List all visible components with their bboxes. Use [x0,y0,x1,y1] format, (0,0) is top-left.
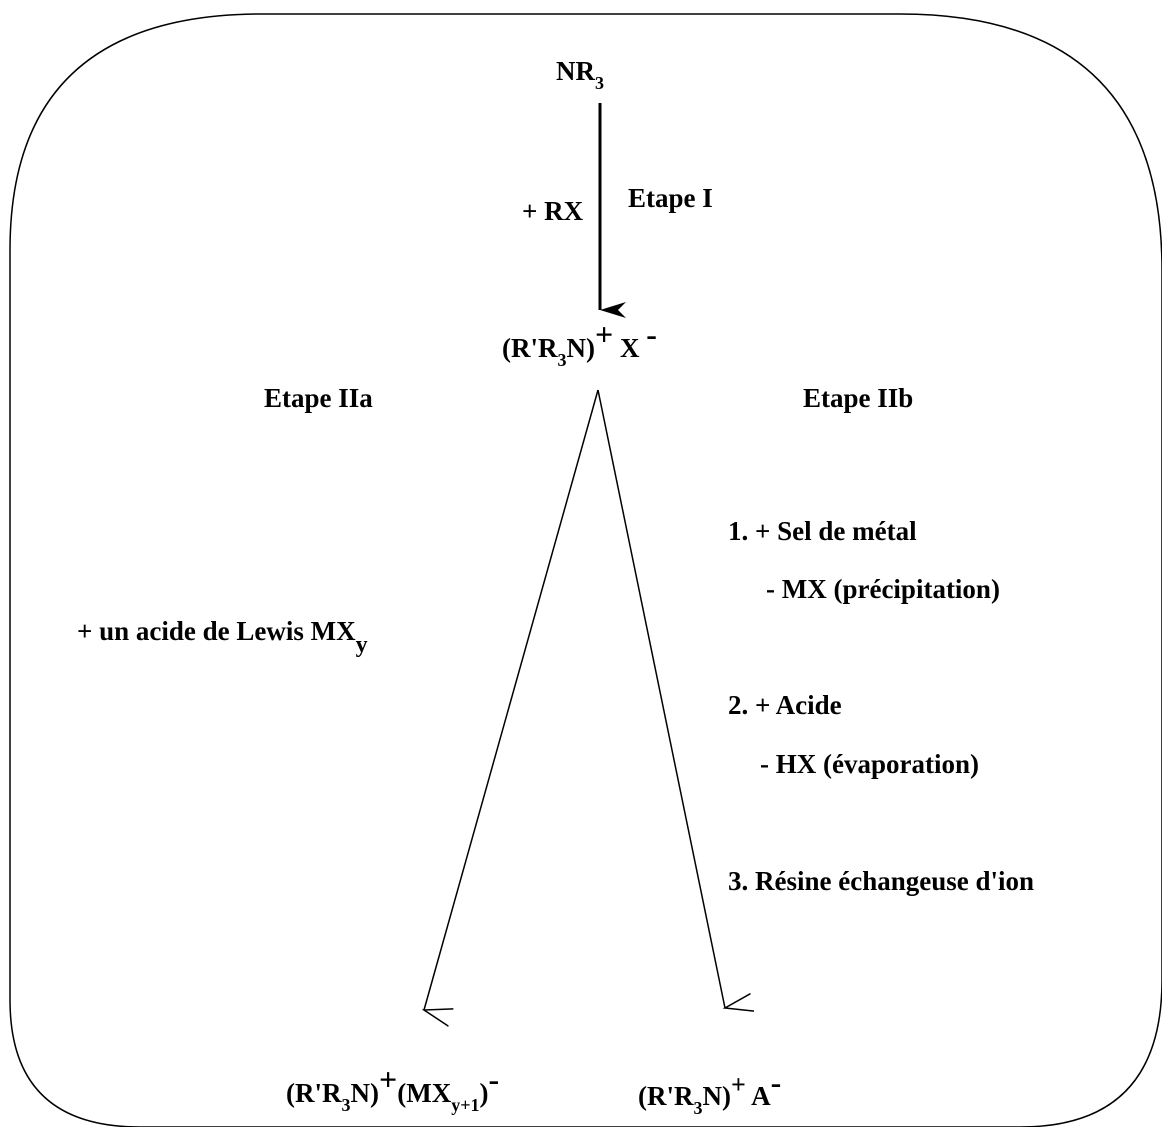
step2a-arrow [424,389,599,1010]
step2b-item-3: 2. + Acide [728,690,842,720]
product-a-charge2: - [488,1061,500,1097]
intermediate-anion-charge: - [646,316,657,352]
step2b-item-4: - HX (évaporation) [760,749,979,779]
step2a-label: Etape IIa [264,383,373,413]
intermediate-part1: (R'R [502,333,558,363]
intermediate-compound: (R'R3N)+ X - [502,318,657,369]
product-a-charge1: + [379,1061,398,1097]
product-a: (R'R3N)+(MXy+1)- [286,1063,499,1114]
product-a-part2: N) [350,1078,380,1108]
step2b-label: Etape IIb [803,383,914,413]
product-b-subscript1: 3 [693,1098,703,1118]
top-compound-subscript: 3 [595,73,604,93]
product-b-charge1: + [731,1070,746,1099]
product-b-part1: (R'R [638,1081,694,1111]
step2a-reagent-subscript: y [355,632,368,658]
top-compound-main: NR [556,56,595,86]
product-a-part1: (R'R [286,1078,342,1108]
product-a-part3: (MX [397,1078,452,1108]
product-b-charge2: - [770,1064,782,1100]
step2b-arrow [597,389,725,1008]
step1-reagent: + RX [522,196,584,226]
step2b-item-1: 1. + Sel de métal [728,516,917,546]
product-b-part2: N) [702,1081,732,1111]
intermediate-subscript: 3 [557,350,567,370]
step2b-item-5: 3. Résine échangeuse d'ion [728,866,1035,896]
rounded-frame [9,13,1162,1127]
top-compound: NR3 [556,56,604,93]
intermediate-part2: N) [566,333,596,363]
step1-label: Etape I [628,183,713,213]
step2a-reagent-main: + un acide de Lewis MX [77,616,356,646]
intermediate-anion: X [619,333,640,363]
intermediate-charge: + [595,316,614,352]
step2b-item-2: - MX (précipitation) [766,574,1000,604]
product-a-subscript1: 3 [341,1095,351,1115]
product-a-part4: ) [479,1078,489,1108]
product-b: (R'R3N)+ A- [638,1066,781,1117]
product-b-part3: A [745,1081,771,1111]
step2a-reagent: + un acide de Lewis MXy [77,616,368,658]
product-a-subscript2: y+1 [451,1095,480,1115]
